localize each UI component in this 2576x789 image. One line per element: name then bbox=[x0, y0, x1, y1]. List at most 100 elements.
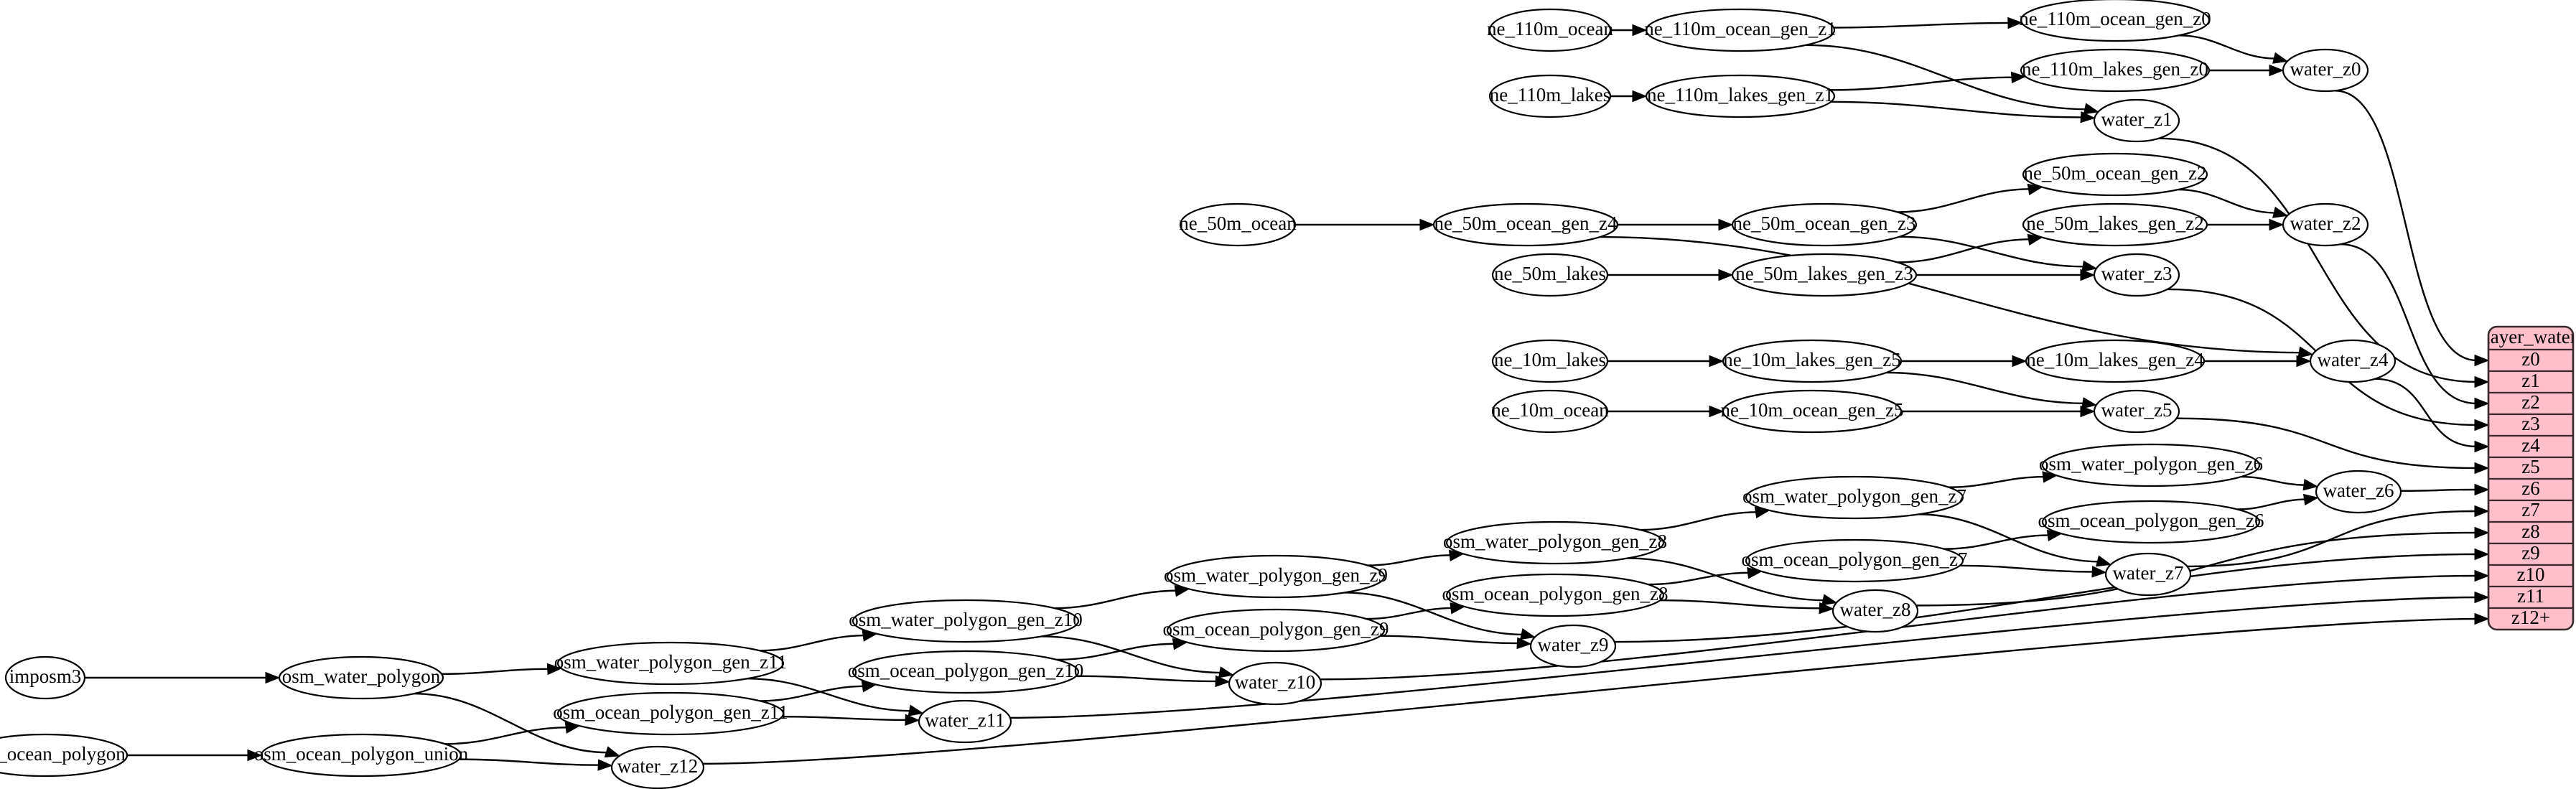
node-water_z8[interactable]: water_z8 bbox=[1831, 589, 1919, 633]
node-shape[interactable] bbox=[1166, 608, 1386, 653]
node-shape[interactable] bbox=[1491, 389, 1609, 434]
node-ne_110m_lakes_gen_z1[interactable]: ne_110m_lakes_gen_z1 bbox=[1645, 74, 1836, 118]
node-shape[interactable] bbox=[851, 599, 1080, 643]
node-shape[interactable] bbox=[4, 655, 86, 700]
node-shape[interactable] bbox=[1491, 339, 1609, 383]
node-osm_water_polygon_gen_z7[interactable]: osm_water_polygon_gen_z7 bbox=[1742, 475, 1966, 520]
node-shape[interactable] bbox=[2315, 470, 2402, 514]
node-shape[interactable] bbox=[1722, 339, 1903, 383]
node-osm_ocean_polygon_gen_z8[interactable]: osm_ocean_polygon_gen_z8 bbox=[1442, 573, 1669, 617]
layer-water-table[interactable]: layer_waterz0z1z2z3z4z5z6z7z8z9z10z11z12… bbox=[2485, 325, 2576, 631]
table-row-z12plus[interactable] bbox=[2488, 607, 2573, 630]
node-osm_ocean_polygon_gen_z9[interactable]: osm_ocean_polygon_gen_z9 bbox=[1163, 608, 1389, 653]
node-shape[interactable] bbox=[2282, 48, 2369, 93]
node-shape[interactable] bbox=[1179, 202, 1297, 247]
node-shape[interactable] bbox=[2282, 202, 2369, 247]
node-ne_110m_ocean_gen_z0[interactable]: ne_110m_ocean_gen_z0 bbox=[2019, 0, 2211, 42]
node-water_z6[interactable]: water_z6 bbox=[2315, 470, 2402, 514]
node-ne_10m_ocean_gen_z5[interactable]: ne_10m_ocean_gen_z5 bbox=[1721, 389, 1904, 434]
node-shape[interactable] bbox=[1228, 661, 1322, 706]
node-shape[interactable] bbox=[1731, 253, 1918, 297]
node-osm_ocean_polygon_union[interactable]: osm_ocean_polygon_union bbox=[254, 733, 469, 778]
node-water_z10[interactable]: water_z10 bbox=[1228, 661, 1322, 706]
node-shape[interactable] bbox=[556, 691, 785, 736]
node-water_z12[interactable]: water_z12 bbox=[610, 745, 705, 789]
node-shape[interactable] bbox=[918, 699, 1012, 744]
node-water_z5[interactable]: water_z5 bbox=[2093, 389, 2180, 434]
node-shape[interactable] bbox=[2104, 552, 2192, 597]
node-osm_water_polygon_gen_z8[interactable]: osm_water_polygon_gen_z8 bbox=[1443, 520, 1667, 565]
table-row-z2[interactable] bbox=[2488, 391, 2573, 416]
node-shape[interactable] bbox=[556, 641, 785, 686]
node-shape[interactable] bbox=[2025, 339, 2206, 383]
node-ne_50m_lakes[interactable]: ne_50m_lakes bbox=[1491, 253, 1609, 297]
node-water_z4[interactable]: water_z4 bbox=[2309, 339, 2397, 383]
node-shape[interactable] bbox=[1745, 538, 1964, 583]
node-shape[interactable] bbox=[2020, 48, 2211, 93]
node-ne_50m_lakes_gen_z3[interactable]: ne_50m_lakes_gen_z3 bbox=[1731, 253, 1918, 297]
table-row-z3[interactable] bbox=[2488, 413, 2573, 437]
node-shape[interactable] bbox=[851, 650, 1080, 694]
node-water_z9[interactable]: water_z9 bbox=[1529, 624, 1617, 668]
node-osm_ocean_polygon_gen_z6[interactable]: osm_ocean_polygon_gen_z6 bbox=[2038, 500, 2264, 544]
node-shape[interactable] bbox=[2093, 389, 2180, 434]
node-shape[interactable] bbox=[1745, 475, 1964, 520]
node-osm_water_polygon_gen_z11[interactable]: osm_water_polygon_gen_z11 bbox=[554, 641, 787, 686]
node-shape[interactable] bbox=[1722, 389, 1903, 434]
node-water_z7[interactable]: water_z7 bbox=[2104, 552, 2192, 597]
node-water_z3[interactable]: water_z3 bbox=[2093, 253, 2180, 297]
node-osm_ocean_polygon_gen_z11[interactable]: osm_ocean_polygon_gen_z11 bbox=[553, 691, 788, 736]
node-ne_110m_ocean[interactable]: ne_110m_ocean bbox=[1487, 8, 1613, 52]
node-osm_ocean_polygon_gen_z7[interactable]: osm_ocean_polygon_gen_z7 bbox=[1742, 538, 1968, 583]
node-imposm3[interactable]: imposm3 bbox=[4, 655, 86, 700]
node-water_z1[interactable]: water_z1 bbox=[2093, 98, 2180, 143]
node-osm_ocean_polygon[interactable]: osm_ocean_polygon bbox=[0, 733, 129, 778]
node-shape[interactable] bbox=[1488, 8, 1612, 52]
node-osm_ocean_polygon_gen_z10[interactable]: osm_ocean_polygon_gen_z10 bbox=[848, 650, 1083, 694]
node-shape[interactable] bbox=[1166, 554, 1386, 599]
node-shape[interactable] bbox=[2309, 339, 2397, 383]
node-ne_10m_ocean[interactable]: ne_10m_ocean bbox=[1491, 389, 1609, 434]
node-shape[interactable] bbox=[2041, 443, 2261, 487]
node-shape[interactable] bbox=[2022, 152, 2208, 197]
node-osm_water_polygon[interactable]: osm_water_polygon bbox=[278, 655, 444, 700]
node-water_z0[interactable]: water_z0 bbox=[2282, 48, 2369, 93]
node-shape[interactable] bbox=[1445, 520, 1665, 565]
node-ne_50m_lakes_gen_z2[interactable]: ne_50m_lakes_gen_z2 bbox=[2022, 202, 2208, 247]
table-row-z4[interactable] bbox=[2488, 434, 2573, 459]
node-ne_110m_lakes[interactable]: ne_110m_lakes bbox=[1488, 74, 1612, 118]
node-shape[interactable] bbox=[1432, 202, 1619, 247]
node-shape[interactable] bbox=[1645, 74, 1836, 118]
node-shape[interactable] bbox=[1488, 74, 1612, 118]
node-ne_110m_lakes_gen_z0[interactable]: ne_110m_lakes_gen_z0 bbox=[2020, 48, 2211, 93]
node-shape[interactable] bbox=[1529, 624, 1617, 668]
node-shape[interactable] bbox=[2022, 202, 2208, 247]
node-ne_50m_ocean_gen_z2[interactable]: ne_50m_ocean_gen_z2 bbox=[2022, 152, 2208, 197]
node-shape[interactable] bbox=[0, 733, 129, 778]
node-ne_110m_ocean_gen_z1[interactable]: ne_110m_ocean_gen_z1 bbox=[1644, 8, 1837, 52]
node-osm_water_polygon_gen_z6[interactable]: osm_water_polygon_gen_z6 bbox=[2039, 443, 2263, 487]
node-ne_50m_ocean[interactable]: ne_50m_ocean bbox=[1179, 202, 1297, 247]
node-shape[interactable] bbox=[260, 733, 462, 778]
node-ne_50m_ocean_gen_z4[interactable]: ne_50m_ocean_gen_z4 bbox=[1432, 202, 1619, 247]
node-shape[interactable] bbox=[1645, 8, 1836, 52]
node-shape[interactable] bbox=[1445, 573, 1665, 617]
node-ne_10m_lakes_gen_z4[interactable]: ne_10m_lakes_gen_z4 bbox=[2025, 339, 2206, 383]
node-shape[interactable] bbox=[1491, 253, 1609, 297]
node-ne_50m_ocean_gen_z3[interactable]: ne_50m_ocean_gen_z3 bbox=[1731, 202, 1918, 247]
node-shape[interactable] bbox=[610, 745, 705, 789]
node-shape[interactable] bbox=[2020, 0, 2211, 42]
node-shape[interactable] bbox=[2093, 98, 2180, 143]
node-osm_water_polygon_gen_z10[interactable]: osm_water_polygon_gen_z10 bbox=[849, 599, 1083, 643]
node-shape[interactable] bbox=[2041, 500, 2261, 544]
node-ne_10m_lakes_gen_z5[interactable]: ne_10m_lakes_gen_z5 bbox=[1722, 339, 1903, 383]
node-water_z11[interactable]: water_z11 bbox=[918, 699, 1012, 744]
node-shape[interactable] bbox=[278, 655, 444, 700]
node-water_z2[interactable]: water_z2 bbox=[2282, 202, 2369, 247]
node-osm_water_polygon_gen_z9[interactable]: osm_water_polygon_gen_z9 bbox=[1164, 554, 1388, 599]
table-row-z6[interactable] bbox=[2488, 477, 2573, 502]
node-shape[interactable] bbox=[1831, 589, 1919, 633]
node-shape[interactable] bbox=[1731, 202, 1918, 247]
node-shape[interactable] bbox=[2093, 253, 2180, 297]
table-header-layer-water[interactable] bbox=[2488, 327, 2573, 351]
